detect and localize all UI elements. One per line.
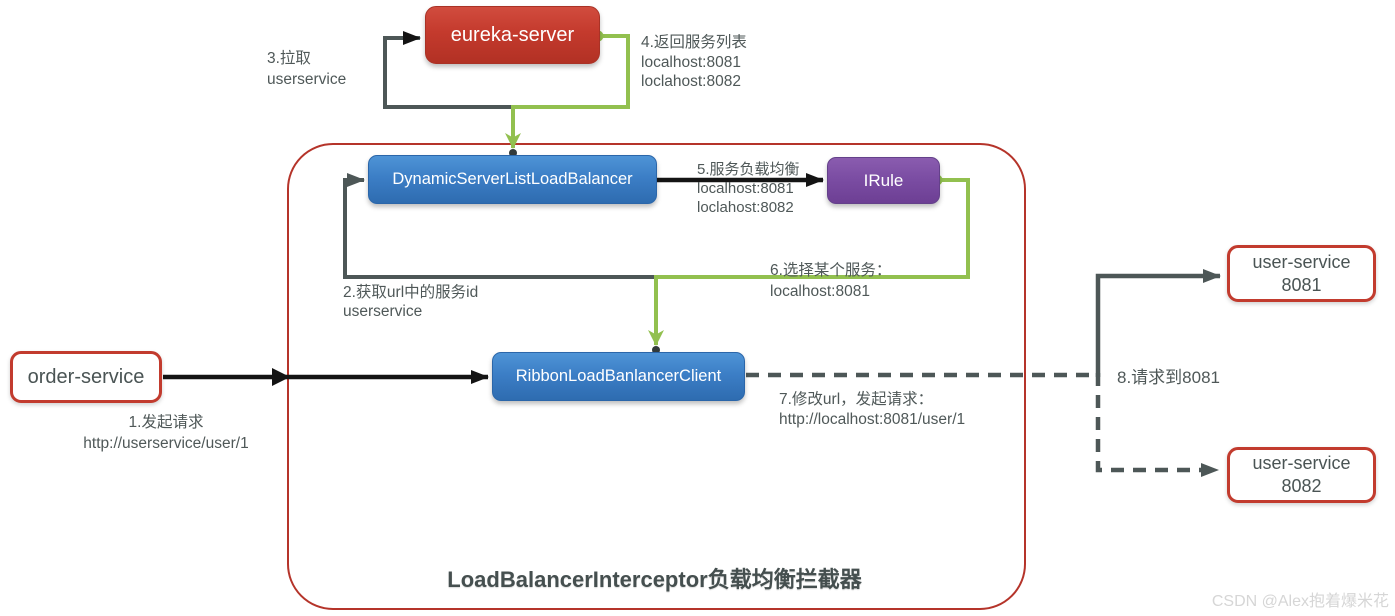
step2-label: 2.获取url中的服务id userservice [343, 283, 478, 321]
node-user-service-8082: user-service 8082 [1227, 447, 1376, 503]
step5-line3: loclahost:8082 [697, 199, 794, 216]
step5-line1: 5.服务负载均衡 [697, 161, 800, 178]
watermark-text: CSDN @Alex抱着爆米花 [1211, 593, 1389, 610]
step8-line1: 8.请求到8081 [1117, 368, 1220, 387]
node-irule: IRule [827, 157, 940, 204]
ribbon-client-label: RibbonLoadBanlancerClient [515, 367, 722, 385]
step3-line2: userservice [267, 71, 347, 88]
step7-label: 7.修改url，发起请求： http://localhost:8081/user… [779, 390, 965, 430]
step7-line1: 7.修改url，发起请求： [779, 391, 934, 408]
step8-label: 8.请求到8081 [1117, 368, 1220, 387]
node-eureka-server: eureka-server [425, 6, 600, 64]
container-title: LoadBalancerInterceptor负载均衡拦截器 [447, 567, 862, 592]
irule-label: IRule [863, 170, 904, 190]
step5-label: 5.服务负载均衡 localhost:8081 loclahost:8082 [697, 160, 800, 217]
eureka-server-label: eureka-server [450, 23, 575, 46]
step6-label: 6.选择某个服务： localhost:8081 [770, 260, 891, 302]
step3-label: 3.拉取 userservice [267, 48, 346, 90]
step1-label: 1.发起请求 http://userservice/user/1 [40, 412, 292, 454]
step2-line2: userservice [343, 303, 423, 320]
step6-line1: 6.选择某个服务： [770, 262, 892, 279]
step4-label: 4.返回服务列表 localhost:8081 loclahost:8082 [641, 33, 747, 92]
wire-step8-to-8081 [1095, 269, 1221, 377]
node-ribbon-load-balancer-client: RibbonLoadBanlancerClient [492, 352, 745, 401]
step4-line2: localhost:8081 [641, 53, 741, 71]
step4-line1: 4.返回服务列表 [641, 34, 747, 51]
step7-line2: http://localhost:8081/user/1 [779, 411, 966, 428]
step4-line3: loclahost:8082 [641, 73, 741, 90]
step3-line1: 3.拉取 [267, 50, 311, 67]
node-dynamic-server-list-load-balancer: DynamicServerListLoadBalancer [368, 155, 657, 204]
step1-line1: 1.发起请求 [128, 414, 204, 431]
user-service-8082-name: user-service [1252, 453, 1351, 473]
dynamic-balancer-label: DynamicServerListLoadBalancer [392, 170, 633, 188]
step2-line1: 2.获取url中的服务id [343, 284, 479, 301]
user-service-8081-port: 8081 [1281, 274, 1322, 295]
step6-line2: localhost:8081 [770, 283, 870, 300]
user-service-8082-port: 8082 [1281, 476, 1322, 496]
order-service-label: order-service [27, 365, 145, 388]
node-order-service: order-service [10, 351, 162, 403]
wire-branch-to-8082 [1095, 373, 1219, 477]
user-service-8081-name: user-service [1252, 251, 1351, 272]
node-user-service-8081: user-service 8081 [1227, 245, 1376, 302]
step5-line2: localhost:8081 [697, 180, 794, 197]
step1-line2: http://userservice/user/1 [83, 435, 249, 452]
